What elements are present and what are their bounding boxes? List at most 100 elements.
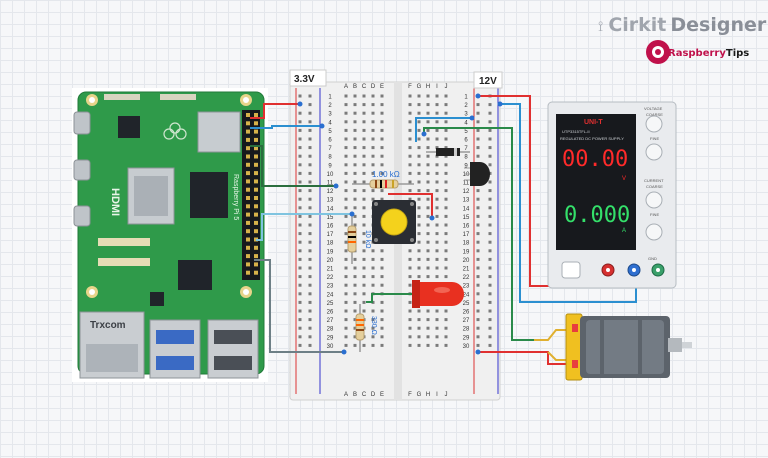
- breadboard-hole[interactable]: [444, 309, 448, 313]
- breadboard-hole[interactable]: [488, 343, 492, 347]
- breadboard-hole[interactable]: [417, 223, 421, 227]
- breadboard-hole[interactable]: [417, 266, 421, 270]
- breadboard-hole[interactable]: [426, 120, 430, 124]
- breadboard-hole[interactable]: [362, 214, 366, 218]
- breadboard-hole[interactable]: [435, 197, 439, 201]
- breadboard-hole[interactable]: [476, 154, 480, 158]
- breadboard-hole[interactable]: [344, 103, 348, 107]
- breadboard-hole[interactable]: [426, 128, 430, 132]
- breadboard-hole[interactable]: [426, 137, 430, 141]
- breadboard-hole[interactable]: [353, 309, 357, 313]
- breadboard-hole[interactable]: [426, 189, 430, 193]
- gpio-pin[interactable]: [254, 179, 258, 184]
- breadboard-hole[interactable]: [417, 146, 421, 150]
- breadboard-hole[interactable]: [417, 171, 421, 175]
- breadboard-hole[interactable]: [353, 189, 357, 193]
- breadboard-hole[interactable]: [426, 232, 430, 236]
- gpio-pin[interactable]: [254, 162, 258, 167]
- breadboard-hole[interactable]: [344, 223, 348, 227]
- breadboard-hole[interactable]: [308, 240, 312, 244]
- breadboard-hole[interactable]: [444, 171, 448, 175]
- breadboard-hole[interactable]: [488, 300, 492, 304]
- breadboard-hole[interactable]: [488, 146, 492, 150]
- breadboard-hole[interactable]: [371, 257, 375, 261]
- breadboard-hole[interactable]: [344, 249, 348, 253]
- breadboard-hole[interactable]: [344, 257, 348, 261]
- breadboard-hole[interactable]: [362, 240, 366, 244]
- breadboard-hole[interactable]: [435, 128, 439, 132]
- breadboard-hole[interactable]: [371, 326, 375, 330]
- breadboard-hole[interactable]: [298, 154, 302, 158]
- breadboard-hole[interactable]: [344, 232, 348, 236]
- breadboard-hole[interactable]: [353, 223, 357, 227]
- breadboard-hole[interactable]: [308, 94, 312, 98]
- breadboard-hole[interactable]: [380, 283, 384, 287]
- breadboard-hole[interactable]: [308, 154, 312, 158]
- breadboard-hole[interactable]: [476, 197, 480, 201]
- breadboard-hole[interactable]: [426, 214, 430, 218]
- breadboard-hole[interactable]: [435, 206, 439, 210]
- breadboard-hole[interactable]: [435, 309, 439, 313]
- breadboard-hole[interactable]: [371, 283, 375, 287]
- breadboard-hole[interactable]: [362, 275, 366, 279]
- breadboard-hole[interactable]: [308, 343, 312, 347]
- breadboard-hole[interactable]: [308, 318, 312, 322]
- breadboard-hole[interactable]: [408, 335, 412, 339]
- breadboard-hole[interactable]: [435, 154, 439, 158]
- breadboard-hole[interactable]: [362, 120, 366, 124]
- breadboard-hole[interactable]: [371, 318, 375, 322]
- breadboard-hole[interactable]: [426, 326, 430, 330]
- breadboard-hole[interactable]: [435, 275, 439, 279]
- breadboard-hole[interactable]: [344, 171, 348, 175]
- breadboard-hole[interactable]: [353, 197, 357, 201]
- breadboard-hole[interactable]: [371, 103, 375, 107]
- breadboard-hole[interactable]: [344, 137, 348, 141]
- breadboard-hole[interactable]: [488, 120, 492, 124]
- breadboard-hole[interactable]: [344, 292, 348, 296]
- breadboard-hole[interactable]: [353, 103, 357, 107]
- breadboard-hole[interactable]: [435, 146, 439, 150]
- breadboard-hole[interactable]: [444, 326, 448, 330]
- breadboard-hole[interactable]: [408, 197, 412, 201]
- breadboard-hole[interactable]: [488, 206, 492, 210]
- breadboard-hole[interactable]: [344, 197, 348, 201]
- breadboard-hole[interactable]: [417, 232, 421, 236]
- breadboard-hole[interactable]: [362, 94, 366, 98]
- dc-power-supply[interactable]: UNI-T UTP3315TFL-II REGULATED DC POWER S…: [547, 101, 677, 289]
- breadboard-hole[interactable]: [408, 180, 412, 184]
- breadboard-hole[interactable]: [476, 335, 480, 339]
- breadboard-hole[interactable]: [308, 214, 312, 218]
- breadboard-hole[interactable]: [380, 257, 384, 261]
- breadboard-hole[interactable]: [476, 275, 480, 279]
- breadboard-hole[interactable]: [371, 146, 375, 150]
- breadboard-hole[interactable]: [380, 309, 384, 313]
- breadboard-hole[interactable]: [371, 111, 375, 115]
- breadboard-hole[interactable]: [488, 128, 492, 132]
- breadboard-hole[interactable]: [417, 128, 421, 132]
- breadboard-hole[interactable]: [380, 189, 384, 193]
- breadboard-hole[interactable]: [435, 189, 439, 193]
- breadboard-hole[interactable]: [426, 163, 430, 167]
- breadboard-hole[interactable]: [417, 240, 421, 244]
- breadboard-hole[interactable]: [308, 103, 312, 107]
- breadboard-hole[interactable]: [298, 223, 302, 227]
- gpio-pin[interactable]: [254, 154, 258, 159]
- resistor-330[interactable]: 330 Ω: [355, 304, 377, 352]
- breadboard-hole[interactable]: [362, 266, 366, 270]
- breadboard-hole[interactable]: [298, 343, 302, 347]
- breadboard-hole[interactable]: [298, 171, 302, 175]
- breadboard-hole[interactable]: [353, 292, 357, 296]
- breadboard-hole[interactable]: [435, 214, 439, 218]
- breadboard-hole[interactable]: [417, 249, 421, 253]
- breadboard-hole[interactable]: [435, 326, 439, 330]
- breadboard-hole[interactable]: [417, 163, 421, 167]
- breadboard-hole[interactable]: [408, 300, 412, 304]
- breadboard-hole[interactable]: [362, 232, 366, 236]
- breadboard-hole[interactable]: [344, 266, 348, 270]
- breadboard-hole[interactable]: [298, 257, 302, 261]
- breadboard-hole[interactable]: [371, 94, 375, 98]
- breadboard-hole[interactable]: [444, 180, 448, 184]
- breadboard-hole[interactable]: [380, 94, 384, 98]
- breadboard-hole[interactable]: [476, 326, 480, 330]
- breadboard-hole[interactable]: [444, 232, 448, 236]
